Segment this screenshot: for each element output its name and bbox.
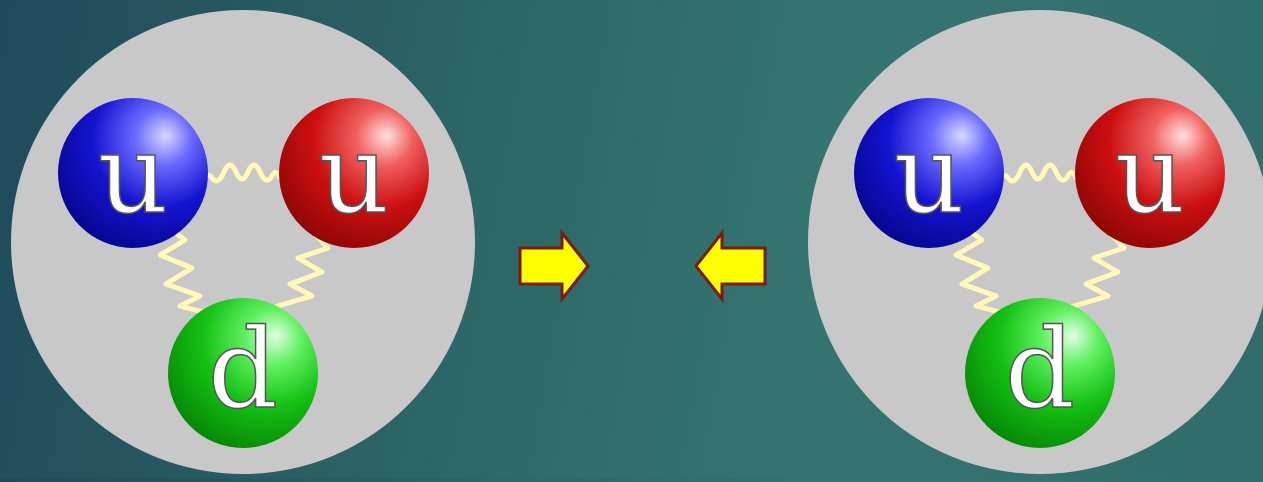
hadron-right: u u d [808,10,1263,474]
quark-label: u [319,110,390,238]
quark-label: u [98,110,169,238]
quark-sphere-green [965,298,1115,448]
gluon-left-blue-green [157,227,229,321]
quark-label: u [894,110,965,238]
gluon-lines-right [953,162,1127,321]
quark-left-blue: u [58,98,208,248]
quark-label: d [1005,305,1075,433]
gluon-right-blue-green [953,227,1025,321]
quark-label: d [208,305,278,433]
quark-left-green: d [168,298,318,448]
gluon-right-red-green [1051,230,1127,315]
quark-right-red: u [1075,98,1225,248]
arrow-left-icon [694,228,767,304]
quark-sphere-blue [58,98,208,248]
quark-label: u [1115,110,1186,238]
gluon-left-red-green [255,230,331,315]
hadron-left: u u d [11,10,475,474]
quark-sphere-blue [854,98,1004,248]
quark-sphere-red [279,98,429,248]
arrow-right-icon [518,228,590,304]
gluon-lines-left [157,162,331,321]
quark-left-red: u [279,98,429,248]
quark-sphere-red [1075,98,1225,248]
gluon-left-top [199,162,283,188]
quark-right-green: d [965,298,1115,448]
quark-right-blue: u [854,98,1004,248]
gluon-right-top [995,162,1079,188]
quark-sphere-green [168,298,318,448]
